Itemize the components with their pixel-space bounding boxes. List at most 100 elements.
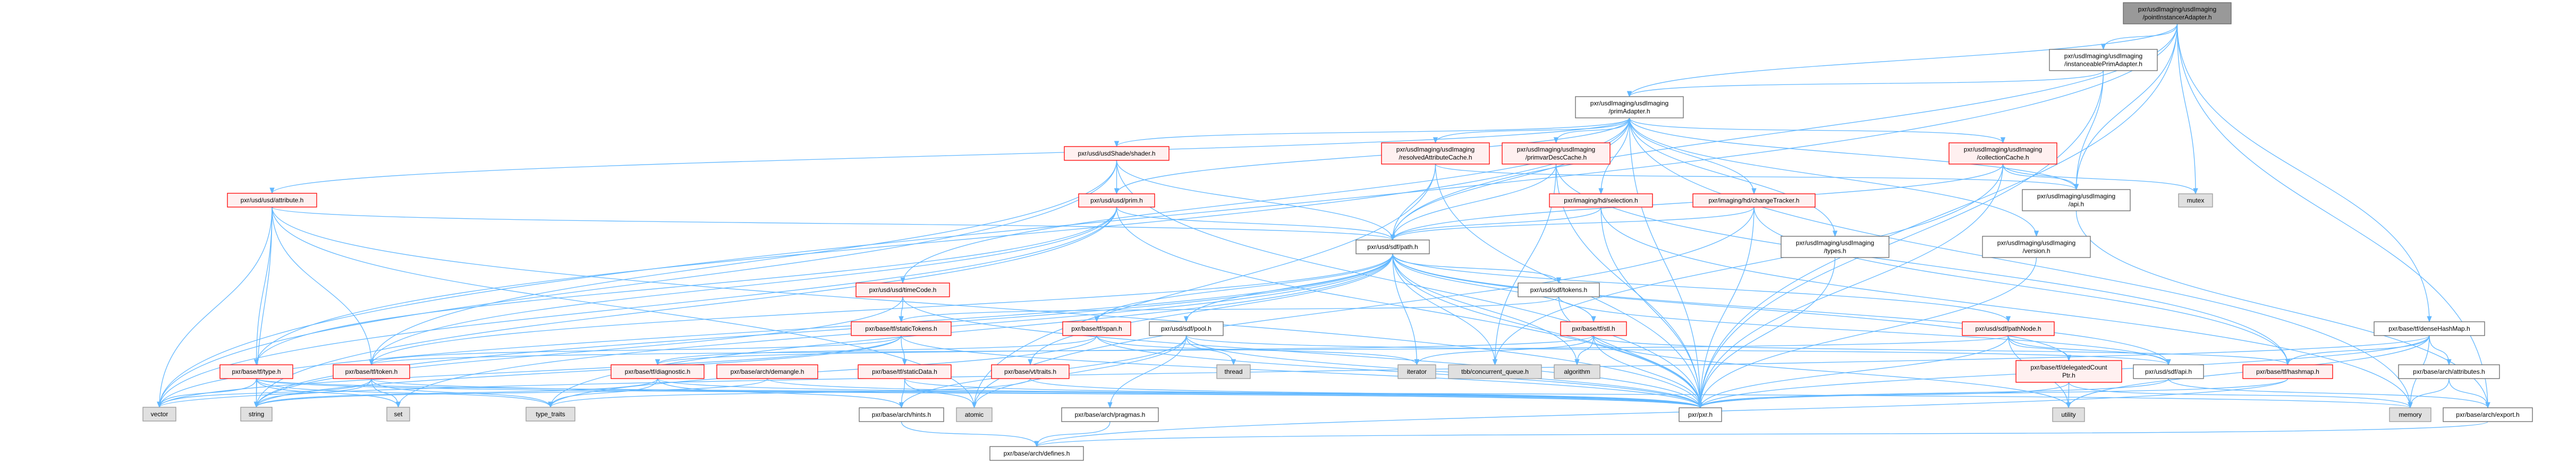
edge-usdAttribute-to-sdfPath xyxy=(272,207,1395,241)
edge-primAdapter-to-memory xyxy=(1629,117,2413,409)
edge-primAdapter-to-sdfPath xyxy=(1390,117,1630,241)
node-label: pxr/base/tf/type.h xyxy=(232,368,281,375)
node-sdfPath[interactable]: pxr/usd/sdf/path.h xyxy=(1355,239,1430,254)
node-span[interactable]: pxr/base/tf/span.h xyxy=(1062,321,1131,336)
node-hints[interactable]: pxr/base/arch/hints.h xyxy=(859,407,944,422)
edge-pool-to-pragmas xyxy=(1107,335,1187,409)
node-staticTokens[interactable]: pxr/base/tf/staticTokens.h xyxy=(851,321,952,336)
edge-sdfPath-to-sdfApi xyxy=(1392,253,2171,366)
node-usdImagingVersion[interactable]: pxr/usdImaging/usdImaging/version.h xyxy=(1982,236,2091,258)
node-label: pxr/usdImaging/usdImaging xyxy=(2138,6,2216,13)
node-shader[interactable]: pxr/usd/usdShade/shader.h xyxy=(1064,146,1170,161)
node-label: /resolvedAttributeCache.h xyxy=(1399,154,1472,161)
edge-primAdapter-to-tfType xyxy=(253,117,1630,366)
node-changeTracker[interactable]: pxr/imaging/hd/changeTracker.h xyxy=(1692,193,1816,208)
node-sdfApi[interactable]: pxr/usd/sdf/api.h xyxy=(2133,364,2204,379)
node-defines[interactable]: pxr/base/arch/defines.h xyxy=(989,446,1084,461)
edge-staticTokens-to-pxr xyxy=(901,335,1703,409)
node-sdfTokens[interactable]: pxr/usd/sdf/tokens.h xyxy=(1518,282,1600,297)
node-box xyxy=(1679,407,1722,422)
node-usdAttribute[interactable]: pxr/usd/usd/attribute.h xyxy=(227,193,317,208)
node-usdImagingTypes[interactable]: pxr/usdImaging/usdImaging/types.h xyxy=(1781,236,1889,258)
node-instanceablePrimAdapter[interactable]: pxr/usdImaging/usdImaging/instanceablePr… xyxy=(2049,49,2158,71)
node-label: pxr/base/tf/staticData.h xyxy=(872,368,937,375)
node-archAttributes[interactable]: pxr/base/arch/attributes.h xyxy=(2398,364,2500,379)
edge-usdPrim-to-tfToken xyxy=(369,207,1117,366)
edge-denseHashMap-to-vector xyxy=(157,335,2430,408)
edge-primAdapter-to-pxr xyxy=(1629,117,1703,409)
edge-staticTokens-to-tfToken xyxy=(369,335,902,366)
node-box xyxy=(2389,407,2431,422)
node-box xyxy=(1397,364,1436,379)
node-export[interactable]: pxr/base/arch/export.h xyxy=(2443,407,2533,422)
node-utility: utility xyxy=(2052,407,2085,422)
node-vtTraits[interactable]: pxr/base/vt/traits.h xyxy=(991,364,1070,379)
node-usdPrim[interactable]: pxr/usd/usd/prim.h xyxy=(1078,193,1155,208)
edge-sdfPath-to-pool xyxy=(1183,253,1393,323)
edge-tfToken-to-string xyxy=(253,378,372,408)
node-box xyxy=(219,364,293,379)
edge-sdfTokens-to-staticTokens xyxy=(899,296,1560,323)
node-label: pxr/imaging/hd/selection.h xyxy=(1564,197,1638,204)
node-denseHashMap[interactable]: pxr/base/tf/denseHashMap.h xyxy=(2374,321,2485,336)
edge-pointInstancerAdapter-to-vector xyxy=(157,23,2178,408)
edge-staticData-to-pxr xyxy=(904,378,1703,409)
edge-diagnostic-to-string xyxy=(254,378,658,408)
node-mutex: mutex xyxy=(2178,193,2213,208)
node-label: /instanceablePrimAdapter.h xyxy=(2064,61,2142,68)
edge-usdPrim-to-sdfPath xyxy=(1116,207,1395,241)
node-pathNode[interactable]: pxr/usd/sdf/pathNode.h xyxy=(1962,321,2055,336)
edge-vtTraits-to-typeTraits xyxy=(548,378,1031,408)
node-box xyxy=(716,364,818,379)
edge-demangle-to-string xyxy=(254,378,768,408)
node-primAdapter[interactable]: pxr/usdImaging/usdImaging/primAdapter.h xyxy=(1575,96,1684,118)
edge-collectionCache-to-pxr xyxy=(1698,164,2004,409)
node-tfToken[interactable]: pxr/base/tf/token.h xyxy=(333,364,410,379)
node-label: algorithm xyxy=(1564,368,1590,375)
node-pragmas[interactable]: pxr/base/arch/pragmas.h xyxy=(1061,407,1159,422)
edge-shader-to-sdfPath xyxy=(1116,160,1395,241)
edge-sdfPath-to-span xyxy=(1094,253,1393,323)
node-pointInstancerAdapter[interactable]: pxr/usdImaging/usdImaging/pointInstancer… xyxy=(2123,2,2232,24)
edge-export-to-defines xyxy=(1035,421,2488,448)
node-label: pxr/base/tf/stl.h xyxy=(1572,325,1615,332)
node-selection[interactable]: pxr/imaging/hd/selection.h xyxy=(1549,193,1653,208)
node-staticData[interactable]: pxr/base/tf/staticData.h xyxy=(858,364,952,379)
edge-instanceablePrimAdapter-to-pxr xyxy=(1698,70,2104,409)
node-diagnostic[interactable]: pxr/base/tf/diagnostic.h xyxy=(611,364,705,379)
node-resolvedAttributeCache[interactable]: pxr/usdImaging/usdImaging/resolvedAttrib… xyxy=(1381,142,1490,165)
edge-timeCode-to-string xyxy=(253,296,903,408)
edge-usdAttribute-to-vector xyxy=(157,207,273,408)
node-hashmap[interactable]: pxr/base/tf/hashmap.h xyxy=(2242,364,2333,379)
node-box xyxy=(2178,193,2213,208)
node-label: pxr/base/tf/delegatedCount xyxy=(2030,364,2107,371)
node-tfType[interactable]: pxr/base/tf/type.h xyxy=(219,364,293,379)
node-label: pxr/base/vt/traits.h xyxy=(1004,368,1056,375)
node-primvarDescCache[interactable]: pxr/usdImaging/usdImaging/primvarDescCac… xyxy=(1502,142,1611,165)
node-pxr[interactable]: pxr/pxr.h xyxy=(1679,407,1722,422)
node-box xyxy=(1062,321,1131,336)
node-box xyxy=(1381,142,1490,165)
node-pool[interactable]: pxr/usd/sdf/pool.h xyxy=(1149,321,1224,336)
edge-usdImagingTypes-to-pxr xyxy=(1698,257,1836,409)
node-memory: memory xyxy=(2389,407,2431,422)
node-label: pxr/base/arch/attributes.h xyxy=(2413,368,2485,375)
node-collectionCache[interactable]: pxr/usdImaging/usdImaging/collectionCach… xyxy=(1948,142,2057,165)
node-usdImagingApi[interactable]: pxr/usdImaging/usdImaging/api.h xyxy=(2022,189,2131,211)
node-label: memory xyxy=(2399,411,2421,418)
node-stl[interactable]: pxr/base/tf/stl.h xyxy=(1560,321,1627,336)
node-box xyxy=(855,282,950,297)
node-label: atomic xyxy=(965,411,984,418)
node-box xyxy=(1061,407,1159,422)
node-timeCode[interactable]: pxr/usd/usd/timeCode.h xyxy=(855,282,950,297)
edge-archAttributes-to-export xyxy=(2448,378,2490,409)
node-demangle[interactable]: pxr/base/arch/demangle.h xyxy=(716,364,818,379)
node-box xyxy=(2133,364,2204,379)
node-box xyxy=(611,364,705,379)
edge-hashmap-to-pxr xyxy=(1698,378,2289,409)
edge-pointInstancerAdapter-to-primAdapter xyxy=(1626,23,2178,98)
edge-sdfPath-to-sdfTokens xyxy=(1392,253,1562,284)
node-label: pxr/base/tf/staticTokens.h xyxy=(865,325,937,332)
node-label: pxr/usd/usd/timeCode.h xyxy=(869,286,937,294)
